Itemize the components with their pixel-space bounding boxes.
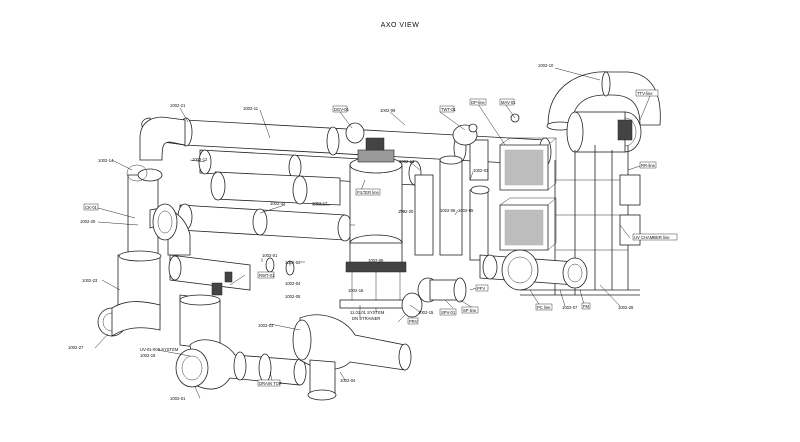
label-sp-line: SP line <box>463 308 477 313</box>
label-1002-01b: 1002-01 <box>170 396 186 401</box>
drawing-title: AXO VIEW <box>380 22 420 29</box>
label-uv-01-009-system: UV-01-009 SYSTEM <box>140 347 179 352</box>
pipework <box>97 71 661 401</box>
label-1002-01: 1002-01 <box>262 253 278 258</box>
label-mav-01: MAV-01 <box>501 100 516 105</box>
label-1002-13: 1002-13 <box>399 159 415 164</box>
label-rwt-01: RWT-01 <box>259 273 275 278</box>
label-filter-line: FILTER line <box>357 190 379 195</box>
label-pfv: PFV <box>477 286 485 291</box>
label-1002-10: 1002-10 <box>538 63 554 68</box>
label-1002-26: 1002-26 <box>618 305 634 310</box>
label-twt-01: TWT-01 <box>441 107 457 112</box>
label-ck-01: CK-01 <box>85 205 98 210</box>
label-system-11-01-01: 11.01.01 SYSTEM <box>350 310 385 315</box>
label-1002-04: 1002-04 <box>285 281 301 286</box>
label-1002-11: 1002-11 <box>243 106 259 111</box>
label-1002-27: 1002-27 <box>68 345 84 350</box>
label-1002-03: 1002-03 <box>473 168 489 173</box>
label-1002-17: 1002-17 <box>312 201 328 206</box>
label-1002-23: 1002-23 <box>82 278 98 283</box>
label-1002-07: 1002-07 <box>562 305 578 310</box>
label-dn-strainer: DN STRAINER <box>352 316 380 321</box>
label-1002-21: 1002-21 <box>170 103 186 108</box>
label-1002-16: 1002-16 <box>348 288 364 293</box>
label-uv-chamber-line: UV CHAMBER line <box>634 235 670 240</box>
leader-lines <box>94 67 651 399</box>
label-1002-32: 1002-32 <box>270 201 286 206</box>
label-1002-20: 1002-20 <box>398 209 414 214</box>
label-1002-19: 1002-19 <box>140 353 156 358</box>
label-ttv-line: TTV-line <box>637 91 653 96</box>
label-prv: PRV <box>409 319 418 324</box>
label-dgv-01: DGV-01 <box>334 107 350 112</box>
label-1002-12: 1002-12 <box>192 157 208 162</box>
label-rr-line: RR-line <box>641 163 656 168</box>
label-1002-03b: 1002-03 <box>258 323 274 328</box>
label-1002-14: 1002-14 <box>98 158 114 163</box>
label-1002-25: 1002-25 <box>80 219 96 224</box>
label-1002-06: 1002-06 <box>440 208 456 213</box>
label-drain-top: DRAIN TOP <box>259 381 282 386</box>
label-1002-05b: 1002-05 <box>285 294 301 299</box>
label-1002-04b: 1002-04 <box>340 378 356 383</box>
label-spv-01: SPV-01 <box>441 310 456 315</box>
label-1002-08: 1002-08 <box>368 258 384 263</box>
label-1002-09: 1002-09 <box>380 108 396 113</box>
label-1002-02: 1002-02 <box>285 260 301 265</box>
label-fm: FM <box>583 304 590 309</box>
label-1002-15: 1002-15 <box>418 310 434 315</box>
label-dp-line: DP-line <box>471 100 485 105</box>
label-1002-05: 1002-05 <box>458 208 474 213</box>
label-pc-line: PC line <box>537 305 551 310</box>
callouts: 1002-10 TTV-line 1002-21 1002-11 DGV-01 … <box>68 63 678 401</box>
